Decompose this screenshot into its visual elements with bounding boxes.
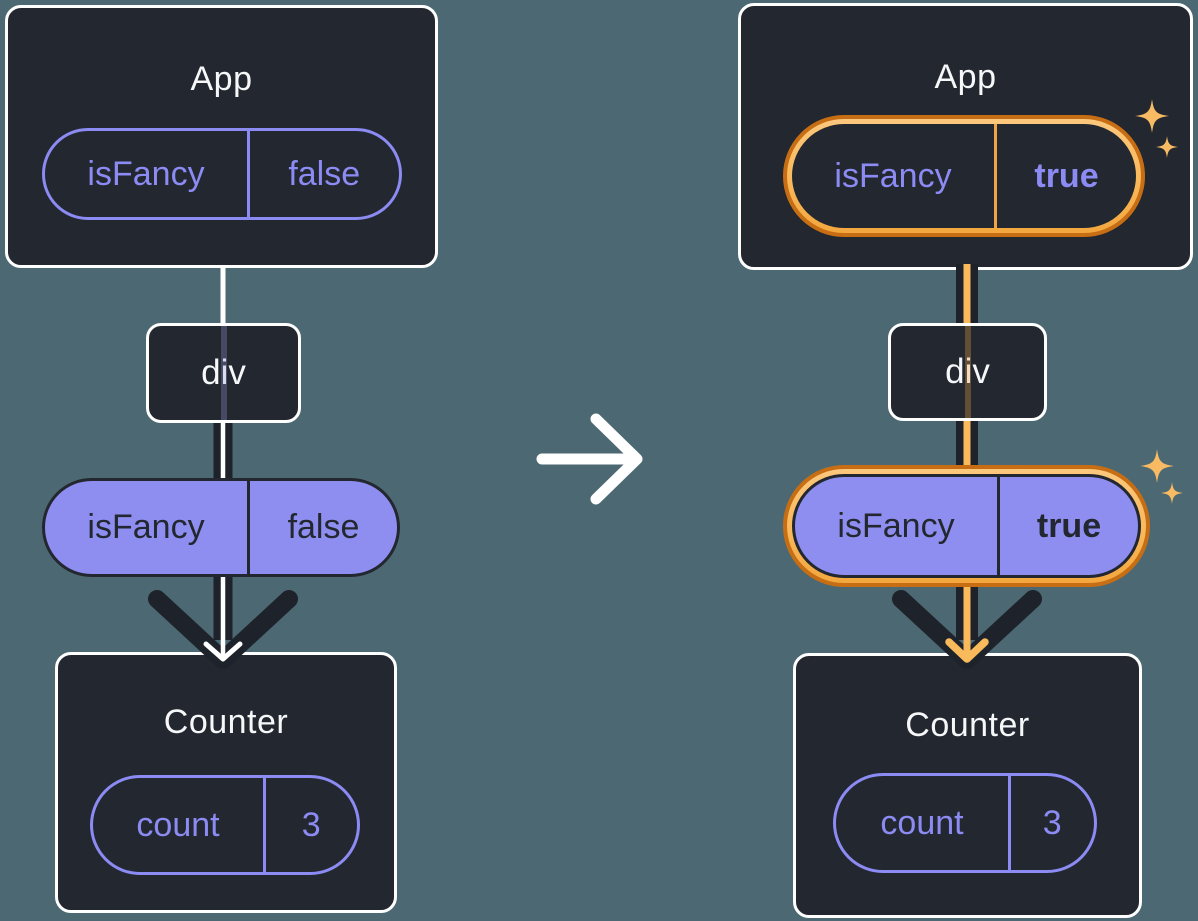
transition-arrow-icon [536, 413, 643, 505]
highlight-ring: isFancy true [783, 115, 1145, 237]
app-title: App [934, 58, 997, 96]
passed-prop-pill: isFancy true [792, 474, 1141, 578]
pill-divider [247, 131, 250, 217]
pill-divider [247, 481, 250, 574]
state-value: 3 [1042, 803, 1062, 842]
sparkle-icon [1161, 482, 1183, 504]
prop-name: isFancy [87, 154, 205, 193]
prop-value: true [1034, 156, 1099, 195]
counter-title: Counter [905, 706, 1030, 744]
pill-divider [997, 477, 1000, 575]
app-prop-pill: isFancy true [792, 124, 1136, 228]
div-label: div [945, 352, 990, 391]
div-node: div [888, 323, 1047, 421]
pass-through-line [964, 326, 971, 418]
app-title: App [190, 60, 253, 98]
counter-state-pill: count 3 [90, 775, 360, 875]
pill-divider [263, 778, 266, 872]
state-name: count [136, 805, 220, 844]
div-node: div [146, 323, 301, 423]
app-prop-pill: isFancy false [42, 128, 402, 220]
arrowhead-outer [892, 590, 1042, 669]
div-label: div [201, 353, 246, 392]
prop-value: false [288, 154, 361, 193]
prop-name: isFancy [834, 156, 952, 195]
pass-through-line [220, 326, 227, 420]
counter-title: Counter [163, 703, 289, 741]
pill-divider [1008, 776, 1011, 870]
prop-name: isFancy [87, 508, 205, 546]
passed-prop-pill: isFancy false [42, 478, 400, 577]
prop-name: isFancy [837, 506, 955, 545]
counter-state-pill: count 3 [833, 773, 1097, 873]
sparkle-icon [1140, 449, 1174, 483]
prop-value: false [287, 508, 360, 546]
prop-value: true [1036, 506, 1102, 545]
pill-divider [994, 124, 997, 228]
state-value: 3 [301, 805, 321, 844]
state-name: count [880, 803, 964, 842]
arrowhead-outer [148, 590, 298, 669]
highlight-ring: isFancy true [783, 465, 1150, 587]
